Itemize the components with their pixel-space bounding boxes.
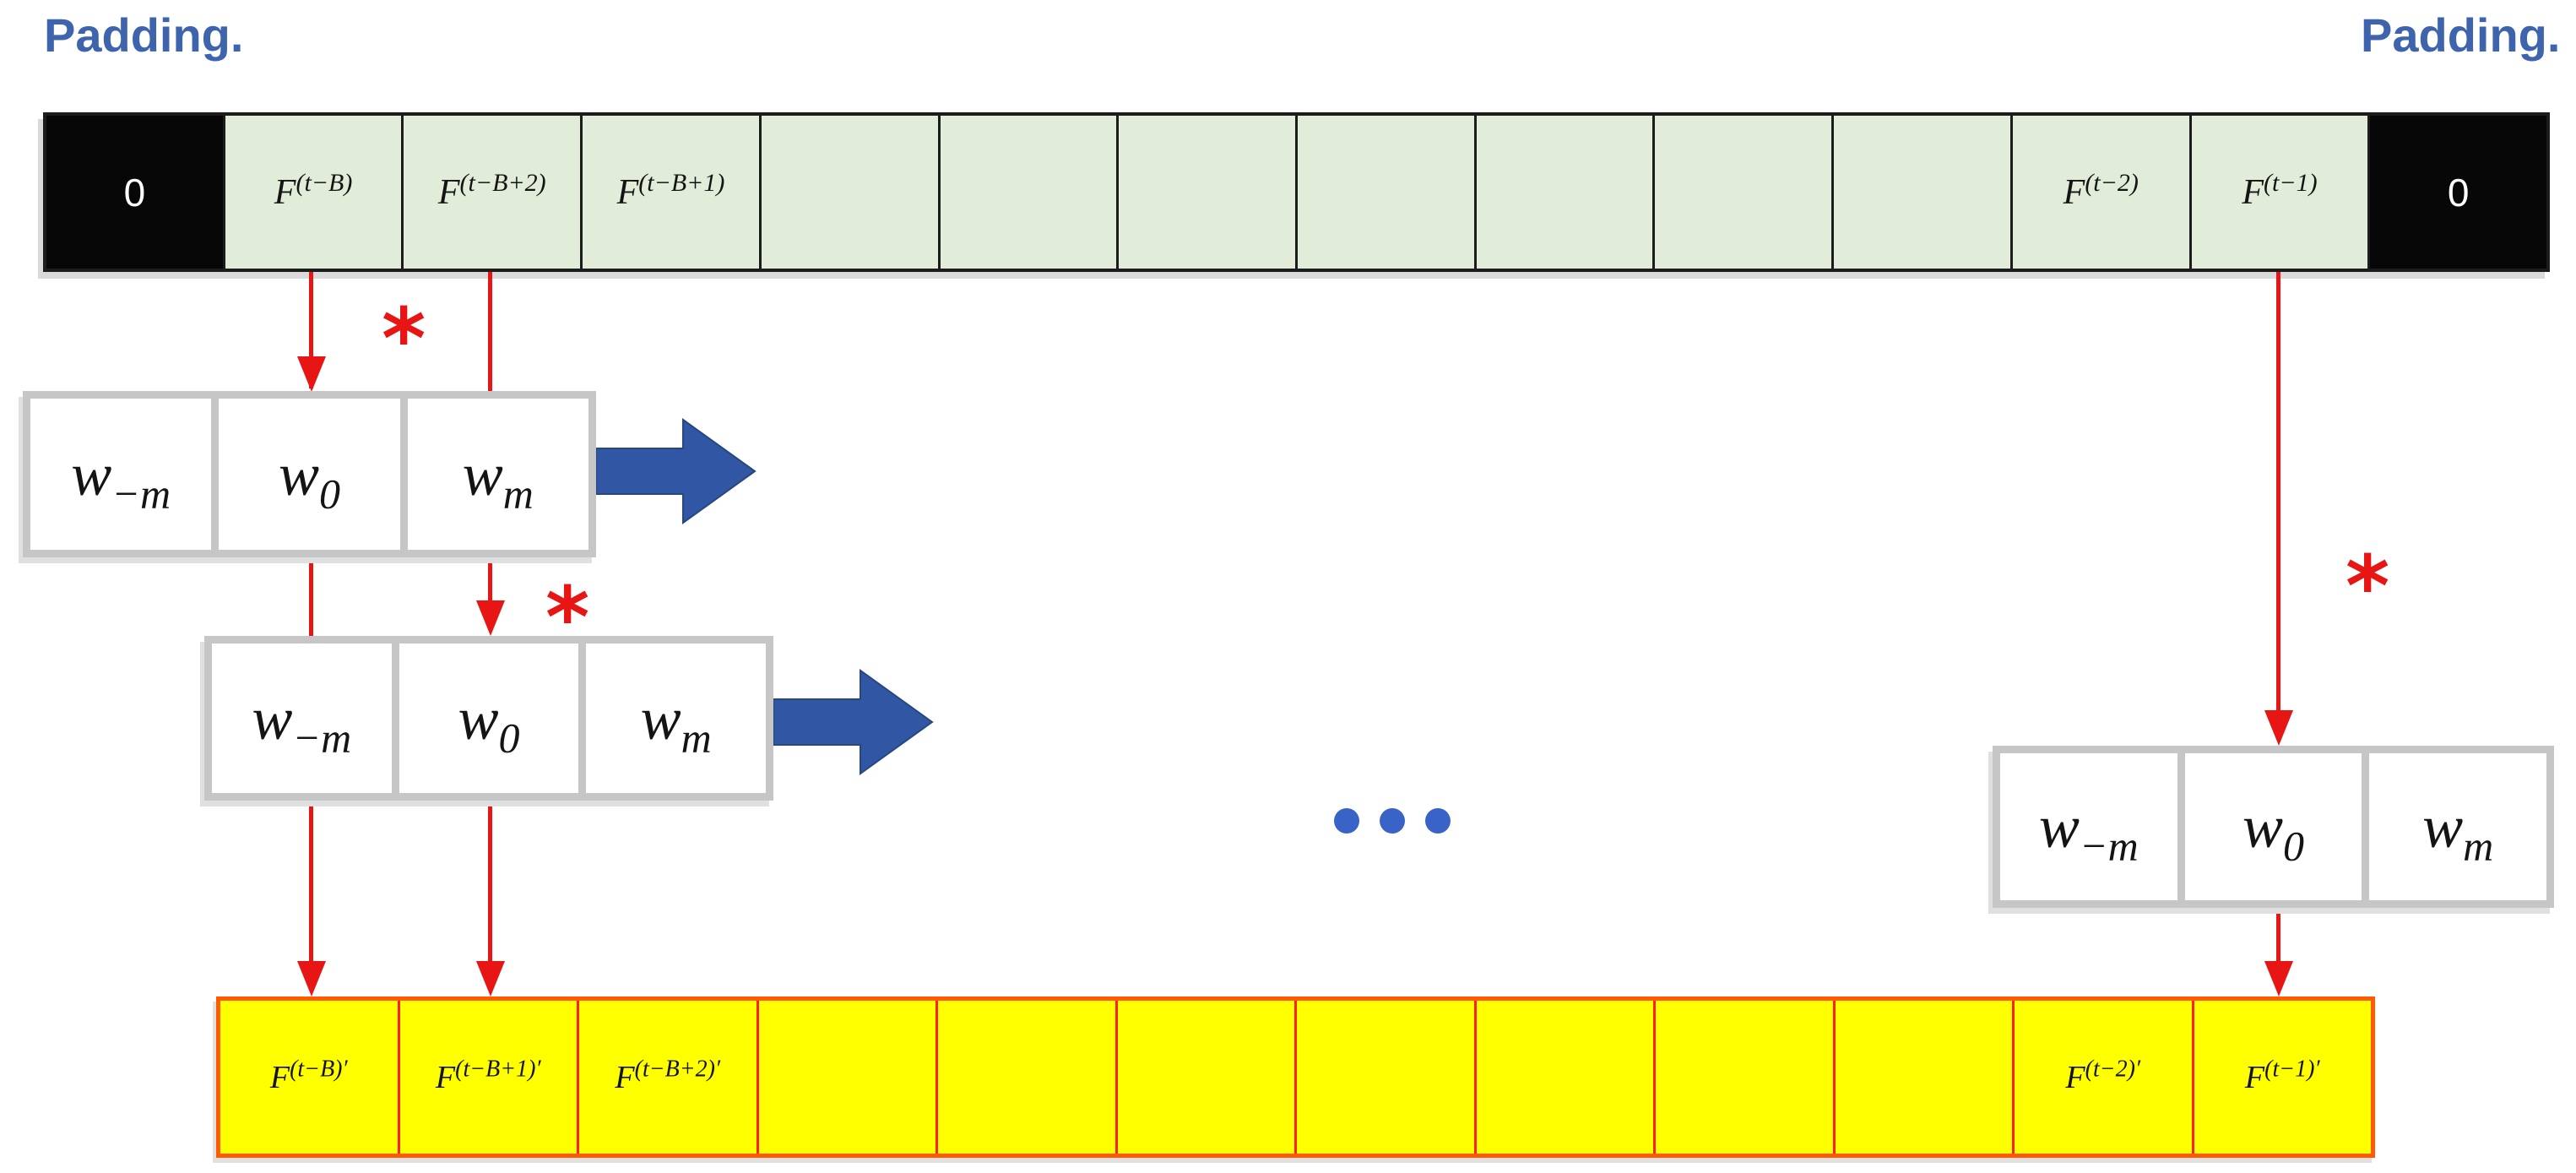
slide-right-arrow-icon	[773, 669, 934, 779]
kernel-weight-cell: wm	[407, 399, 588, 550]
red-arrowhead-icon	[2264, 961, 2293, 997]
math-label: F(t−1)′	[2244, 1055, 2320, 1095]
padding-zero-label: 0	[2447, 170, 2470, 215]
red-arrowhead-icon	[476, 600, 505, 636]
math-label: F(t−1)	[2242, 168, 2318, 212]
math-label: F(t−2)	[2063, 168, 2139, 212]
math-label: F(t−B+2)′	[615, 1055, 721, 1095]
input-feature-row: 0 F(t−B) F(t−B+2) F(t−B+1) F(t−2) F(t−1) 0	[43, 112, 2550, 272]
red-line-c-bottom	[2276, 908, 2280, 990]
slide-right-arrow-icon	[595, 418, 757, 529]
math-label: F(t−B+2)	[437, 168, 546, 212]
math-label: F(t−2)′	[2065, 1055, 2141, 1095]
output-feature-cell	[1297, 1001, 1477, 1154]
red-arrowhead-icon	[297, 961, 326, 997]
convolution-asterisk-icon: *	[382, 290, 426, 388]
input-feature-cell	[1655, 116, 1835, 269]
input-feature-cell: F(t−B+2)	[404, 116, 583, 269]
red-arrowhead-icon	[297, 356, 326, 392]
ellipsis-dot-icon	[1380, 808, 1405, 834]
input-feature-cell	[1477, 116, 1656, 269]
output-feature-row: F(t−B)′ F(t−B+1)′ F(t−B+2)′ F(t−2)′ F(t−1)′	[216, 997, 2375, 1158]
kernel-box-1: w−m w0 wm	[23, 391, 596, 557]
kernel-weight-cell: w−m	[212, 644, 392, 793]
input-feature-cell	[762, 116, 941, 269]
output-feature-cell	[1656, 1001, 1836, 1154]
math-label: w−m	[71, 440, 171, 517]
math-label: w0	[458, 684, 520, 761]
kernel-box-3: w−m w0 wm	[1993, 746, 2554, 908]
output-feature-cell	[1477, 1001, 1656, 1154]
kernel-weight-cell: w0	[2184, 753, 2362, 900]
math-label: wm	[640, 684, 712, 761]
output-feature-cell: F(t−B+2)′	[579, 1001, 759, 1154]
red-line-c-top	[2276, 272, 2280, 740]
math-label: w−m	[2038, 793, 2139, 870]
red-arrowhead-icon	[476, 961, 505, 997]
red-line-b-top	[488, 272, 492, 393]
input-feature-cell	[1834, 116, 2013, 269]
input-feature-cell: F(t−B+1)	[583, 116, 762, 269]
kernel-weight-cell: wm	[2369, 753, 2547, 900]
math-label: w0	[2242, 793, 2305, 870]
math-label: wm	[2422, 793, 2494, 870]
red-line-a-top	[309, 272, 313, 388]
kernel-weight-cell: w0	[399, 644, 579, 793]
input-feature-cell: F(t−2)	[2013, 116, 2192, 269]
math-label: F(t−B+1)	[616, 168, 725, 212]
red-arrowhead-icon	[2264, 710, 2293, 746]
output-feature-cell	[759, 1001, 938, 1154]
ellipsis-dot-icon	[1425, 808, 1451, 834]
input-padding-cell: 0	[2370, 116, 2547, 269]
output-feature-cell	[938, 1001, 1118, 1154]
output-feature-cell	[1118, 1001, 1297, 1154]
red-line-b-bottom	[488, 801, 492, 990]
convolution-asterisk-icon: *	[2346, 537, 2390, 636]
padding-label-right: Padding.	[2361, 8, 2561, 62]
output-feature-cell	[1836, 1001, 2015, 1154]
input-feature-cell	[1119, 116, 1299, 269]
red-line-b-middle	[488, 557, 492, 630]
math-label: F(t−B+1)′	[435, 1055, 541, 1095]
output-feature-cell: F(t−B+1)′	[400, 1001, 579, 1154]
input-feature-cell	[941, 116, 1120, 269]
kernel-weight-cell: w−m	[2000, 753, 2177, 900]
math-label: w−m	[252, 684, 352, 761]
math-label: F(t−B)	[274, 168, 353, 212]
output-feature-cell: F(t−B)′	[220, 1001, 400, 1154]
math-label: wm	[462, 440, 534, 517]
output-feature-cell: F(t−1)′	[2194, 1001, 2372, 1154]
ellipsis-dots	[1334, 808, 1451, 834]
input-feature-cell: F(t−B)	[225, 116, 404, 269]
input-padding-cell: 0	[46, 116, 225, 269]
output-feature-cell: F(t−2)′	[2015, 1001, 2194, 1154]
padding-label-left: Padding.	[44, 8, 244, 62]
kernel-weight-cell: wm	[586, 644, 767, 793]
ellipsis-dot-icon	[1334, 808, 1359, 834]
kernel-weight-cell: w−m	[30, 399, 212, 550]
kernel-weight-cell: w0	[219, 399, 400, 550]
padding-zero-label: 0	[123, 170, 146, 215]
math-label: F(t−B)′	[269, 1055, 348, 1095]
math-label: w0	[278, 440, 340, 517]
kernel-box-2: w−m w0 wm	[204, 636, 773, 801]
input-feature-cell: F(t−1)	[2192, 116, 2371, 269]
input-feature-cell	[1298, 116, 1477, 269]
